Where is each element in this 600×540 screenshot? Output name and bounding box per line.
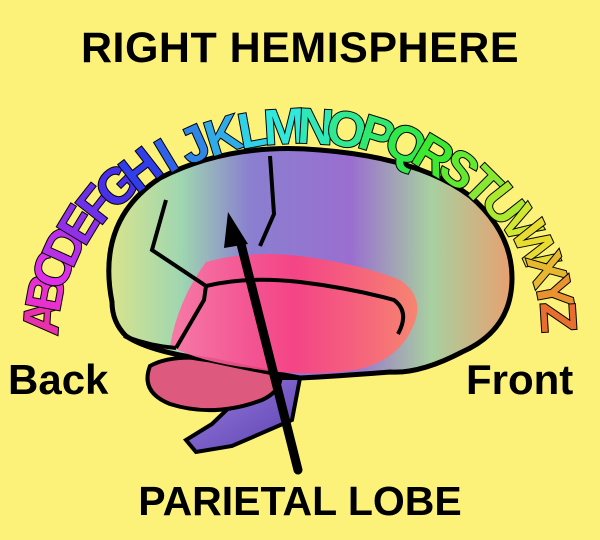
lobe-boundary-occipital bbox=[123, 334, 177, 350]
parietal-lobe-label: PARIETAL LOBE bbox=[138, 478, 462, 524]
lobe-boundary-parietal bbox=[258, 155, 277, 247]
front-label: Front bbox=[466, 356, 574, 403]
pointer-arrow-shaft bbox=[235, 235, 303, 475]
arc-letter-z: Z bbox=[529, 300, 587, 334]
arc-letter-n: N bbox=[296, 98, 335, 156]
arc-letter-a: A bbox=[13, 297, 71, 337]
diagram-title: RIGHT HEMISPHERE bbox=[80, 24, 520, 72]
pointer-arrow-head bbox=[224, 212, 248, 248]
arc-letter-m: M bbox=[262, 97, 307, 155]
temporal-region bbox=[170, 254, 418, 374]
back-label: Back bbox=[8, 356, 109, 403]
